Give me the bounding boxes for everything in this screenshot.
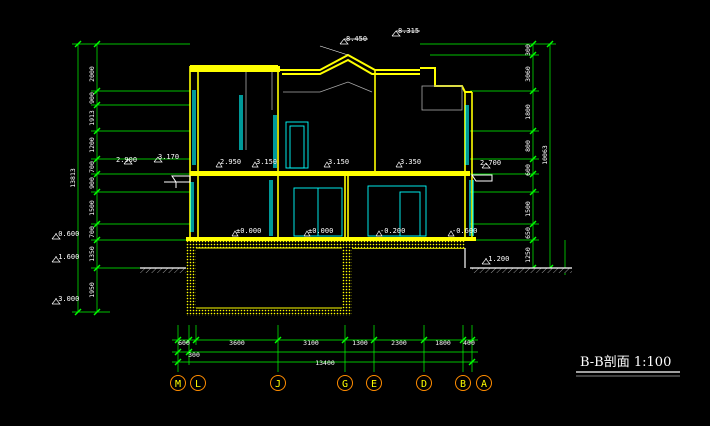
right-dim-label: 3060 [524, 66, 532, 82]
roof-gray [245, 72, 463, 150]
right-dimension-labels: 300 3060 1800 800 600 1500 650 1250 1006… [524, 44, 549, 263]
left-total-label: 13813 [69, 168, 77, 188]
left-dim-label: 900 [88, 92, 96, 104]
left-dim-label: 1500 [88, 200, 96, 216]
drawing-title: B-B剖面 1:100 [576, 355, 680, 377]
axis-bubble-m: M [170, 375, 186, 391]
bottom-dim-label: 3600 [229, 339, 245, 347]
axis-bubble-j: J [270, 375, 286, 391]
left-dim-label: 1950 [88, 282, 96, 298]
axis-label: G [342, 379, 348, 390]
axis-bubble-b: B [455, 375, 471, 391]
elev-room-upper-c: 3.150 [328, 158, 349, 166]
right-dim-label: 1800 [524, 104, 532, 120]
elev-ground-b: ±0.000 [308, 227, 333, 235]
left-dim-label: 1200 [88, 137, 96, 153]
roof [190, 45, 472, 93]
axis-bubble-l: L [190, 375, 206, 391]
floor-slabs [186, 66, 476, 241]
axis-bubble-g: G [337, 375, 353, 391]
ground-lines [140, 248, 572, 273]
elev-roof-eave: 8.315 [398, 27, 419, 35]
axis-label: E [371, 379, 377, 390]
right-total-label: 10063 [541, 145, 549, 165]
bottom-dim-label: 600 [178, 339, 190, 347]
left-dim-label: 700 [88, 161, 96, 173]
elev-room-upper-d: 3.350 [400, 158, 421, 166]
right-dim-label: 1250 [524, 247, 532, 263]
elev-right-ground: -1.200 [484, 255, 509, 263]
elev-room-upper-a: 2.950 [220, 158, 241, 166]
bottom-dim-label: 2300 [391, 339, 407, 347]
elev-left-ground: -0.600 [54, 230, 79, 238]
axis-label: A [481, 379, 487, 390]
left-dim-label: 2000 [88, 66, 96, 82]
axis-bubbles: M L J G E D B A [170, 375, 492, 391]
bottom-dim-label: 1800 [435, 339, 451, 347]
axis-bubble-e: E [366, 375, 382, 391]
elev-canopy-right: 2.700 [480, 159, 501, 167]
left-dim-label: 1913 [88, 110, 96, 126]
axis-label: J [275, 379, 281, 390]
elev-roof-ridge: 8.450 [346, 35, 367, 43]
canopies [164, 174, 493, 188]
right-dim-label: 300 [524, 44, 532, 56]
bottom-dimension-chain [172, 325, 478, 372]
walls [189, 66, 473, 240]
elev-left-lower: -1.600 [54, 253, 79, 261]
right-dim-label: 650 [524, 227, 532, 239]
elev-canopy-left: 2.900 [116, 156, 137, 164]
axis-label: D [421, 379, 427, 390]
elev-second-floor: 3.170 [158, 153, 179, 161]
elev-room-upper-b: 3.150 [256, 158, 277, 166]
bottom-total-label: 13400 [315, 359, 335, 367]
axis-label: L [195, 379, 201, 390]
elev-ground-d: -0.600 [452, 227, 477, 235]
elevation-markers [51, 30, 491, 305]
bottom-small-label: 300 [188, 351, 200, 359]
elev-ground-a: ±0.000 [236, 227, 261, 235]
left-dim-label: 700 [88, 226, 96, 238]
bottom-dimension-labels: 600 3600 3100 1300 2300 1800 400 300 134… [178, 339, 475, 367]
elevation-labels: 8.450 8.315 2.900 3.170 2.950 3.150 3.15… [54, 27, 509, 303]
left-dim-label: 900 [88, 177, 96, 189]
left-dimension-labels: 2000 900 1913 1200 700 900 1500 700 1350… [69, 66, 96, 298]
axis-label: M [175, 379, 181, 390]
windows [190, 90, 474, 236]
bottom-dim-label: 3100 [303, 339, 319, 347]
basement [186, 239, 465, 316]
elev-left-base: -3.000 [54, 295, 79, 303]
right-dim-label: 1500 [524, 201, 532, 217]
left-dimension-chain [72, 40, 190, 316]
right-dim-label: 800 [524, 140, 532, 152]
axis-bubble-d: D [416, 375, 432, 391]
drawing-title-text: B-B剖面 1:100 [580, 355, 671, 370]
axis-bubble-a: A [476, 375, 492, 391]
right-dim-label: 600 [524, 164, 532, 176]
axis-label: B [460, 379, 466, 390]
bottom-dim-label: 1300 [352, 339, 368, 347]
bottom-dim-label: 400 [463, 339, 475, 347]
elev-ground-c: -0.200 [380, 227, 405, 235]
door-openings [285, 121, 427, 237]
left-dim-label: 1350 [88, 246, 96, 262]
